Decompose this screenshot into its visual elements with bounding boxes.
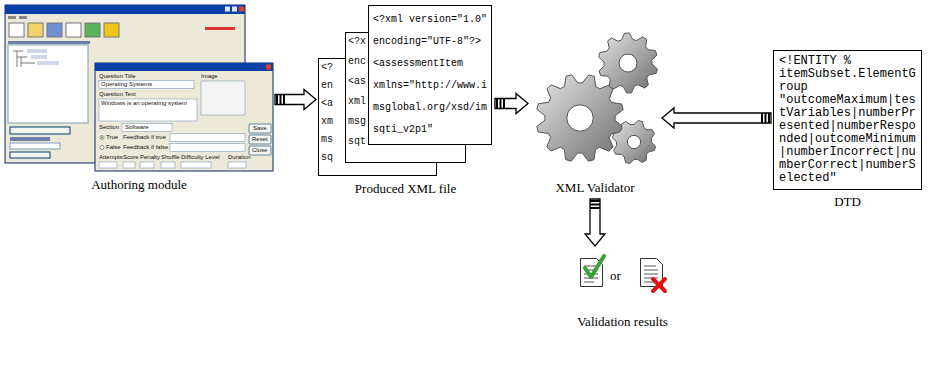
invalid-document-icon [641,259,666,292]
figure-area: <?xml version="1.0" encoding="UTF-8"?> <… [318,5,493,177]
figure-area: or [575,250,670,310]
gear [599,33,658,93]
block-arrow [495,94,528,114]
screen-text: Penalty [140,154,160,161]
screen-text: Attempts [99,154,123,161]
xml-fragment: msg [348,116,366,128]
dtd-code: <!ENTITY % itemSubset.ElementGroup "outc… [779,55,916,185]
screen-text: Difficulty Level [181,154,220,161]
block-arrow [585,199,605,246]
valid-document-icon [581,256,605,287]
caption: XML Validator [555,180,634,195]
screen-text: False [106,144,121,151]
caption: Produced XML file [355,181,456,196]
xml-fragment: <?x [348,36,366,48]
gears-icon [537,33,658,164]
screen-text: Duration [228,154,251,161]
xml-fragment: sqt [348,136,366,148]
screen-text: Software [125,124,149,131]
caption: DTD [834,194,861,209]
gear [612,120,655,163]
caption-row: DTD [773,194,922,209]
screen-text: Score [123,154,139,161]
xml-code: <?xml version="1.0" encoding="UTF-8"?> <… [368,5,492,145]
figure-area: <!ENTITY % itemSubset.ElementGroup "outc… [773,50,922,190]
screen-text: Windows is an operating system [101,100,193,107]
or-text: or [610,268,621,284]
xml-file-stack: <?xml version="1.0" encoding="UTF-8"?> <… [318,5,493,196]
screen-text: Close [252,147,267,154]
screenshot [5,5,273,171]
caption-row: Produced XML file [318,181,493,196]
caption-row: Authoring module [5,177,273,192]
xml-fragment: ms [321,134,333,146]
xml-fragment: <? [321,62,333,74]
screen-text: Shuffle [161,154,180,161]
screen-text: Feedback if true [123,134,166,141]
screen-text: Reset [252,136,268,143]
gear-hole [627,135,640,148]
caption: Authoring module [91,177,187,192]
screen-text: Question Text [99,91,136,98]
gear [537,75,623,161]
screen-text: True [106,134,118,141]
xml-fragment: xml [348,96,366,108]
xml-fragment: en [321,80,333,92]
block-arrow [662,108,771,128]
screen-text: Question Title [99,73,136,80]
caption: Validation results [577,314,668,329]
screen-text: Save [253,125,267,132]
xml-fragment: <a [321,98,333,110]
xml-validator: XML Validator [530,18,660,195]
xml-fragment: xm [321,116,333,128]
gear-hole [619,54,637,72]
screen-text: Operating Systems [101,81,152,88]
dtd-box: <!ENTITY % itemSubset.ElementGroup "outc… [773,50,922,209]
gear-hole [567,105,593,131]
xml-fragment: sq [321,152,333,164]
authoring-module: Authoring module [5,5,273,192]
xml-fragment: enc [348,56,366,68]
xml-fragment: <as [348,76,366,88]
figure-area [5,5,273,173]
validation-results: orValidation results [575,250,670,329]
caption-row: Validation results [575,314,670,329]
screen-text: Feedback if false [123,144,168,151]
screen-text: Section [99,124,119,131]
figure-area [530,18,660,176]
screen-text: Image [201,73,218,80]
caption-row: XML Validator [530,180,660,195]
block-arrow [275,90,316,110]
